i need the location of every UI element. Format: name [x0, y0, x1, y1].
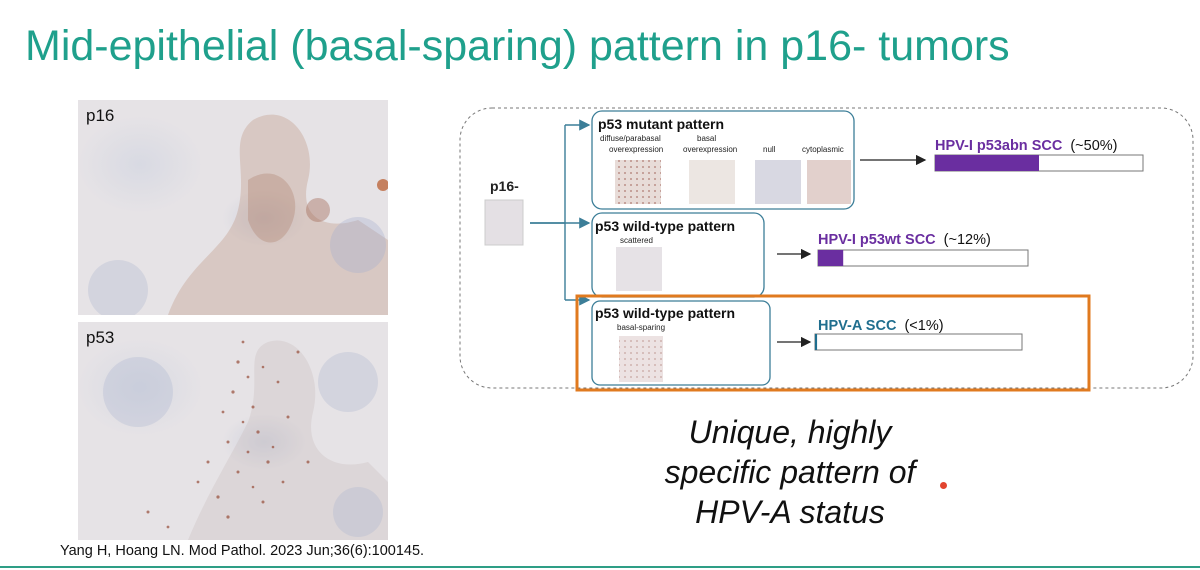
- basal-sparing-sub: basal-sparing: [617, 323, 665, 332]
- slide-title: Mid-epithelial (basal-sparing) pattern i…: [25, 22, 1010, 70]
- result-label-scattered: HPV-I p53wt SCC (~12%): [818, 232, 991, 248]
- key-message-line-2: specific pattern of: [664, 454, 916, 490]
- scattered-sub: scattered: [620, 236, 653, 245]
- mutant-sub3: null: [763, 145, 776, 154]
- mutant-thumb-null: [755, 160, 801, 204]
- mutant-sub4: cytoplasmic: [802, 145, 844, 154]
- basal-sparing-thumbnail-stain: [619, 336, 663, 382]
- mutant-thumb-diffuse-stain: [615, 160, 661, 204]
- citation: Yang H, Hoang LN. Mod Pathol. 2023 Jun;3…: [60, 543, 425, 559]
- footer-rule: [0, 566, 1200, 568]
- p16-histology-image: p16: [78, 100, 388, 315]
- mutant-sub1-line1: diffuse/parabasal: [600, 134, 661, 143]
- key-message-line-3: HPV-A status: [695, 494, 885, 530]
- mutant-sub2-line2: overexpression: [683, 145, 737, 154]
- p53-stain-texture: [103, 340, 388, 540]
- p16-negative-thumbnail: [484, 199, 524, 246]
- basal-sparing-heading: p53 wild-type pattern: [595, 305, 735, 321]
- p16-stain-texture: [88, 114, 388, 315]
- key-message-line-1: Unique, highly: [688, 414, 892, 450]
- mutant-thumb-cytoplasmic: [807, 160, 851, 204]
- mutant-sub1-line2: overexpression: [609, 145, 663, 154]
- proportion-bar-scattered: [817, 249, 1029, 267]
- p53-pattern-flow-diagram: p16- p53 mutant pattern diffuse/parabasa…: [459, 107, 1194, 392]
- scattered-heading: p53 wild-type pattern: [595, 218, 735, 234]
- result-label-basal: HPV-A SCC (<1%): [818, 318, 944, 334]
- result-label-mutant: HPV-I p53abn SCC (~50%): [935, 138, 1118, 154]
- key-message: Unique, highly specific pattern of HPV-A…: [610, 412, 970, 532]
- p53-label: p53: [86, 328, 115, 347]
- scattered-thumbnail: [616, 247, 662, 291]
- dashed-outline: [459, 107, 1194, 389]
- mutant-heading: p53 mutant pattern: [598, 116, 724, 132]
- proportion-fill-mutant: [935, 155, 1039, 171]
- proportion-bar-basal: [814, 333, 1023, 351]
- laser-pointer-dot: [940, 482, 947, 489]
- p53-histology-image: p53: [78, 322, 388, 540]
- mutant-thumb-basal: [689, 160, 735, 204]
- mutant-sub2-line1: basal: [697, 134, 716, 143]
- proportion-fill-basal: [815, 334, 818, 350]
- p16-negative-label: p16-: [490, 178, 519, 194]
- proportion-fill-scattered: [818, 250, 844, 266]
- hpv-a-highlight-frame: [575, 294, 1091, 392]
- p16-label: p16: [86, 106, 115, 125]
